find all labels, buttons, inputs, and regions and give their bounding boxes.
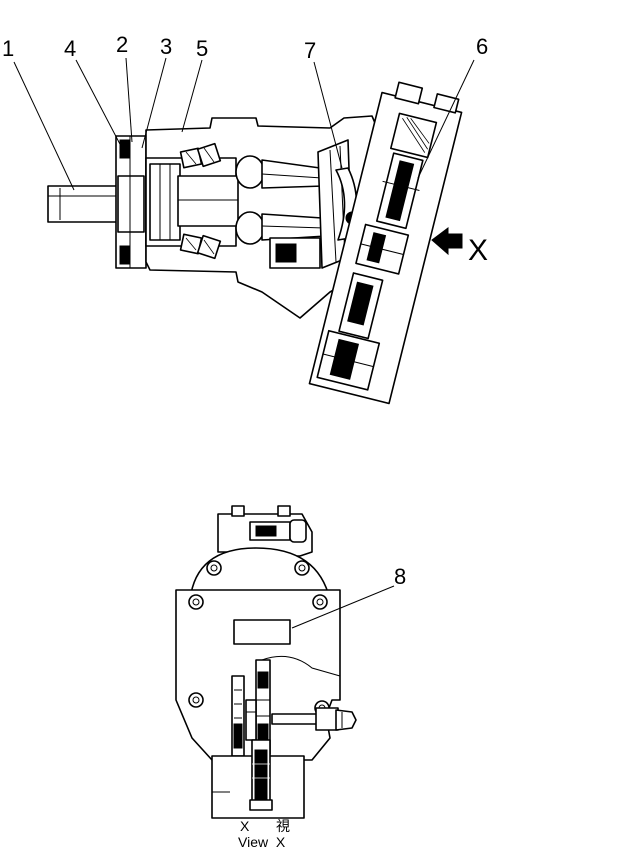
side-port (271, 707, 357, 731)
pump-view-x (175, 505, 357, 819)
leader-7 (313, 61, 343, 169)
leader-6 (417, 59, 475, 179)
bottom-spool (249, 739, 273, 811)
name-plate (233, 619, 291, 645)
caption-x: X (240, 818, 250, 834)
bolt-hole (312, 594, 328, 610)
leader-3 (141, 57, 167, 149)
leader-lines-top (13, 57, 475, 191)
view-direction-arrow-icon (431, 227, 463, 256)
callout-3: 3 (160, 34, 172, 59)
pump-section-view (47, 81, 463, 405)
leader-5 (181, 59, 203, 133)
leader-4 (75, 59, 123, 149)
bolt-hole (206, 560, 222, 576)
caption-view-x: View X (238, 834, 286, 849)
front-flange (115, 135, 147, 269)
callout-5: 5 (196, 36, 208, 61)
bearing-rollers (179, 142, 222, 260)
caption-kanji: 視 (276, 818, 290, 834)
view-arrow: X (431, 227, 488, 267)
callout-2: 2 (116, 32, 128, 57)
callout-8-group: 8 (291, 564, 406, 629)
end-cover-regulator (308, 81, 463, 405)
callout-1: 1 (2, 36, 14, 61)
callout-7: 7 (304, 38, 316, 63)
callouts-top: 1 4 2 3 5 7 6 (2, 32, 488, 63)
bolt-hole (188, 692, 204, 708)
bolt-hole (188, 594, 204, 610)
view-arrow-label: X (468, 234, 488, 267)
callout-8: 8 (394, 564, 406, 589)
callout-4: 4 (64, 36, 76, 61)
callout-6: 6 (476, 34, 488, 59)
leader-8 (291, 585, 395, 629)
bolt-hole (294, 560, 310, 576)
valve-stack (231, 659, 271, 757)
drive-shaft (47, 185, 119, 223)
leader-1 (13, 61, 75, 191)
leader-2 (125, 57, 133, 143)
top-plug (249, 519, 307, 543)
view-caption: X 視 View X (238, 818, 290, 849)
